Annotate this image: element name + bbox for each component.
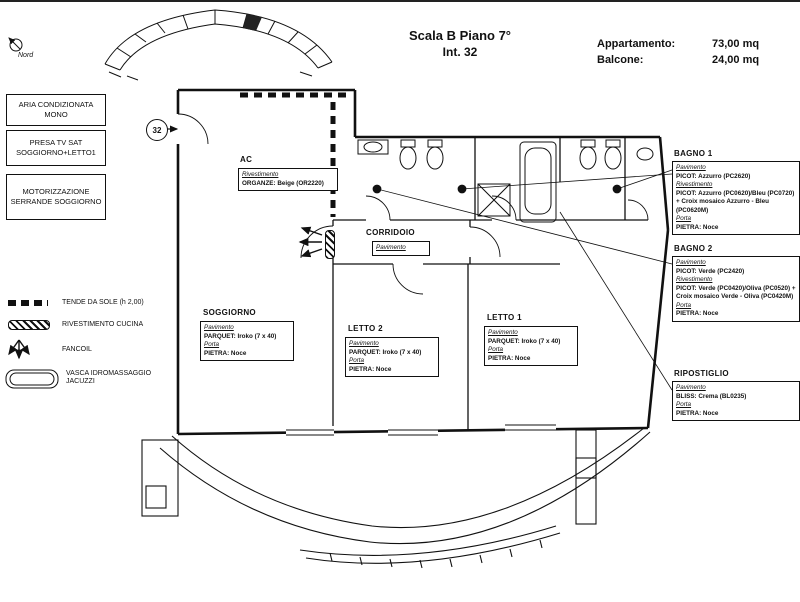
spec-value: PICOT: Verde (PC2420) (676, 267, 745, 275)
option-box-aria-condizionata: ARIA CONDIZIONATA MONO (6, 94, 106, 126)
apartment-label: Appartamento: (597, 38, 676, 50)
page-subtitle: Int. 32 (442, 45, 478, 59)
spec-box-bagno1: Pavimento PICOT: Azzurro (PC2620) Rivest… (672, 161, 800, 235)
spec-label: Pavimento (204, 324, 234, 331)
spec-value: PICOT: Verde (PC0420)/Oliva (PC0520) + C… (676, 284, 796, 301)
spec-value: PIETRA: Noce (204, 349, 247, 357)
entry-number-marker: 32 (146, 119, 168, 141)
balcony-value: 24,00 mq (712, 54, 760, 66)
spec-label: Porta (204, 341, 220, 348)
room-title-corridoio: CORRIDOIO (366, 228, 415, 237)
spec-value: PIETRA: Noce (488, 354, 531, 362)
fancoil-symbol (8, 339, 30, 360)
spec-value: PARQUET: Iroko (7 x 40) (204, 332, 277, 340)
spec-value: BLISS: Crema (BL0235) (676, 392, 747, 400)
door-arcs (177, 113, 649, 295)
option-box-motorizzazione: MOTORIZZAZIONE SERRANDE SOGGIORNO (6, 174, 106, 220)
room-title-soggiorno: SOGGIORNO (203, 308, 256, 317)
shower-icon (477, 183, 511, 217)
page-title: Scala B Piano 7° (408, 28, 512, 43)
building-overview (104, 9, 333, 81)
spec-label: Rivestimento (676, 276, 713, 283)
balcony-label: Balcone: (597, 54, 644, 66)
interior-walls (332, 137, 648, 434)
spec-box-letto2: Pavimento PARQUET: Iroko (7 x 40) Porta … (345, 337, 439, 377)
spec-value: PARQUET: Iroko (7 x 40) (349, 348, 422, 356)
toilet-icon (399, 146, 417, 170)
room-title-bagno2: BAGNO 2 (674, 244, 713, 253)
spec-box-letto1: Pavimento PARQUET: Iroko (7 x 40) Porta … (484, 326, 578, 366)
spec-value: ORGANZE: Beige (OR2220) (242, 179, 324, 187)
highlighted-unit (243, 14, 262, 31)
rivestimento-cucina-symbol (8, 320, 50, 330)
spec-box-bagno2: Pavimento PICOT: Verde (PC2420) Rivestim… (672, 256, 800, 322)
spec-label: Pavimento (676, 164, 706, 171)
bathtub-symbol (5, 369, 59, 389)
room-title-ac: AC (240, 155, 253, 164)
apartment-value: 73,00 mq (712, 38, 760, 50)
room-title-bagno1: BAGNO 1 (674, 149, 713, 158)
compass-icon (8, 37, 23, 52)
kitchen-covering-dashed-line (240, 92, 348, 217)
spec-label: Pavimento (376, 244, 406, 251)
north-label: Nord (18, 52, 34, 59)
legend-label-rivestimento-cucina: RIVESTIMENTO CUCINA (62, 321, 144, 328)
spec-value: PIETRA: Noce (349, 365, 392, 373)
spec-label: Rivestimento (676, 181, 713, 188)
legend-symbols (5, 300, 59, 389)
balcony (141, 427, 651, 569)
legend-label-tende: TENDE DA SOLE (h 2,00) (62, 299, 144, 306)
spec-label: Rivestimento (242, 171, 279, 178)
fancoil-unit (325, 230, 335, 259)
spec-value: PICOT: Azzurro (PC0620)/Bleu (PC0720) + … (676, 189, 795, 214)
legend-label-fancoil: FANCOIL (62, 346, 92, 353)
spec-label: Porta (676, 301, 692, 309)
spec-label: Porta (676, 215, 692, 222)
spec-value: PARQUET: Iroko (7 x 40) (488, 337, 561, 345)
room-title-ripostiglio: RIPOSTIGLIO (674, 369, 729, 378)
fancoil-arrows-plan (298, 226, 323, 258)
bidet-icon (426, 146, 444, 170)
windows (286, 421, 556, 438)
spec-value: PIETRA: Noce (676, 223, 719, 231)
leader-lines (372, 169, 673, 391)
bathroom-fixtures (357, 139, 654, 223)
option-box-presa-tv-sat: PRESA TV SAT SOGGIORNO+LETTO1 (6, 130, 106, 166)
spec-box-soggiorno: Pavimento PARQUET: Iroko (7 x 40) Porta … (200, 321, 294, 361)
spec-box-corridoio: Pavimento (372, 241, 430, 256)
spec-label: Pavimento (676, 384, 706, 391)
spec-box-ripostiglio: Pavimento BLISS: Crema (BL0235) Porta PI… (672, 381, 800, 421)
spec-value: PIETRA: Noce (676, 310, 719, 317)
spec-value: PIETRA: Noce (676, 409, 719, 417)
spec-label: Porta (676, 401, 692, 408)
spec-value: PICOT: Azzurro (PC2620) (676, 172, 751, 180)
room-title-letto1: LETTO 1 (487, 313, 522, 322)
spec-label: Pavimento (676, 259, 706, 266)
legend-label-vasca: VASCA IDROMASSAGGIO JACUZZI (66, 370, 152, 386)
spec-label: Pavimento (488, 329, 518, 336)
spec-label: Porta (349, 357, 365, 364)
room-title-letto2: LETTO 2 (348, 324, 383, 333)
spec-label: Pavimento (349, 340, 379, 347)
spec-box-ac: Rivestimento ORGANZE: Beige (OR2220) (238, 168, 338, 191)
spec-label: Porta (488, 346, 504, 353)
